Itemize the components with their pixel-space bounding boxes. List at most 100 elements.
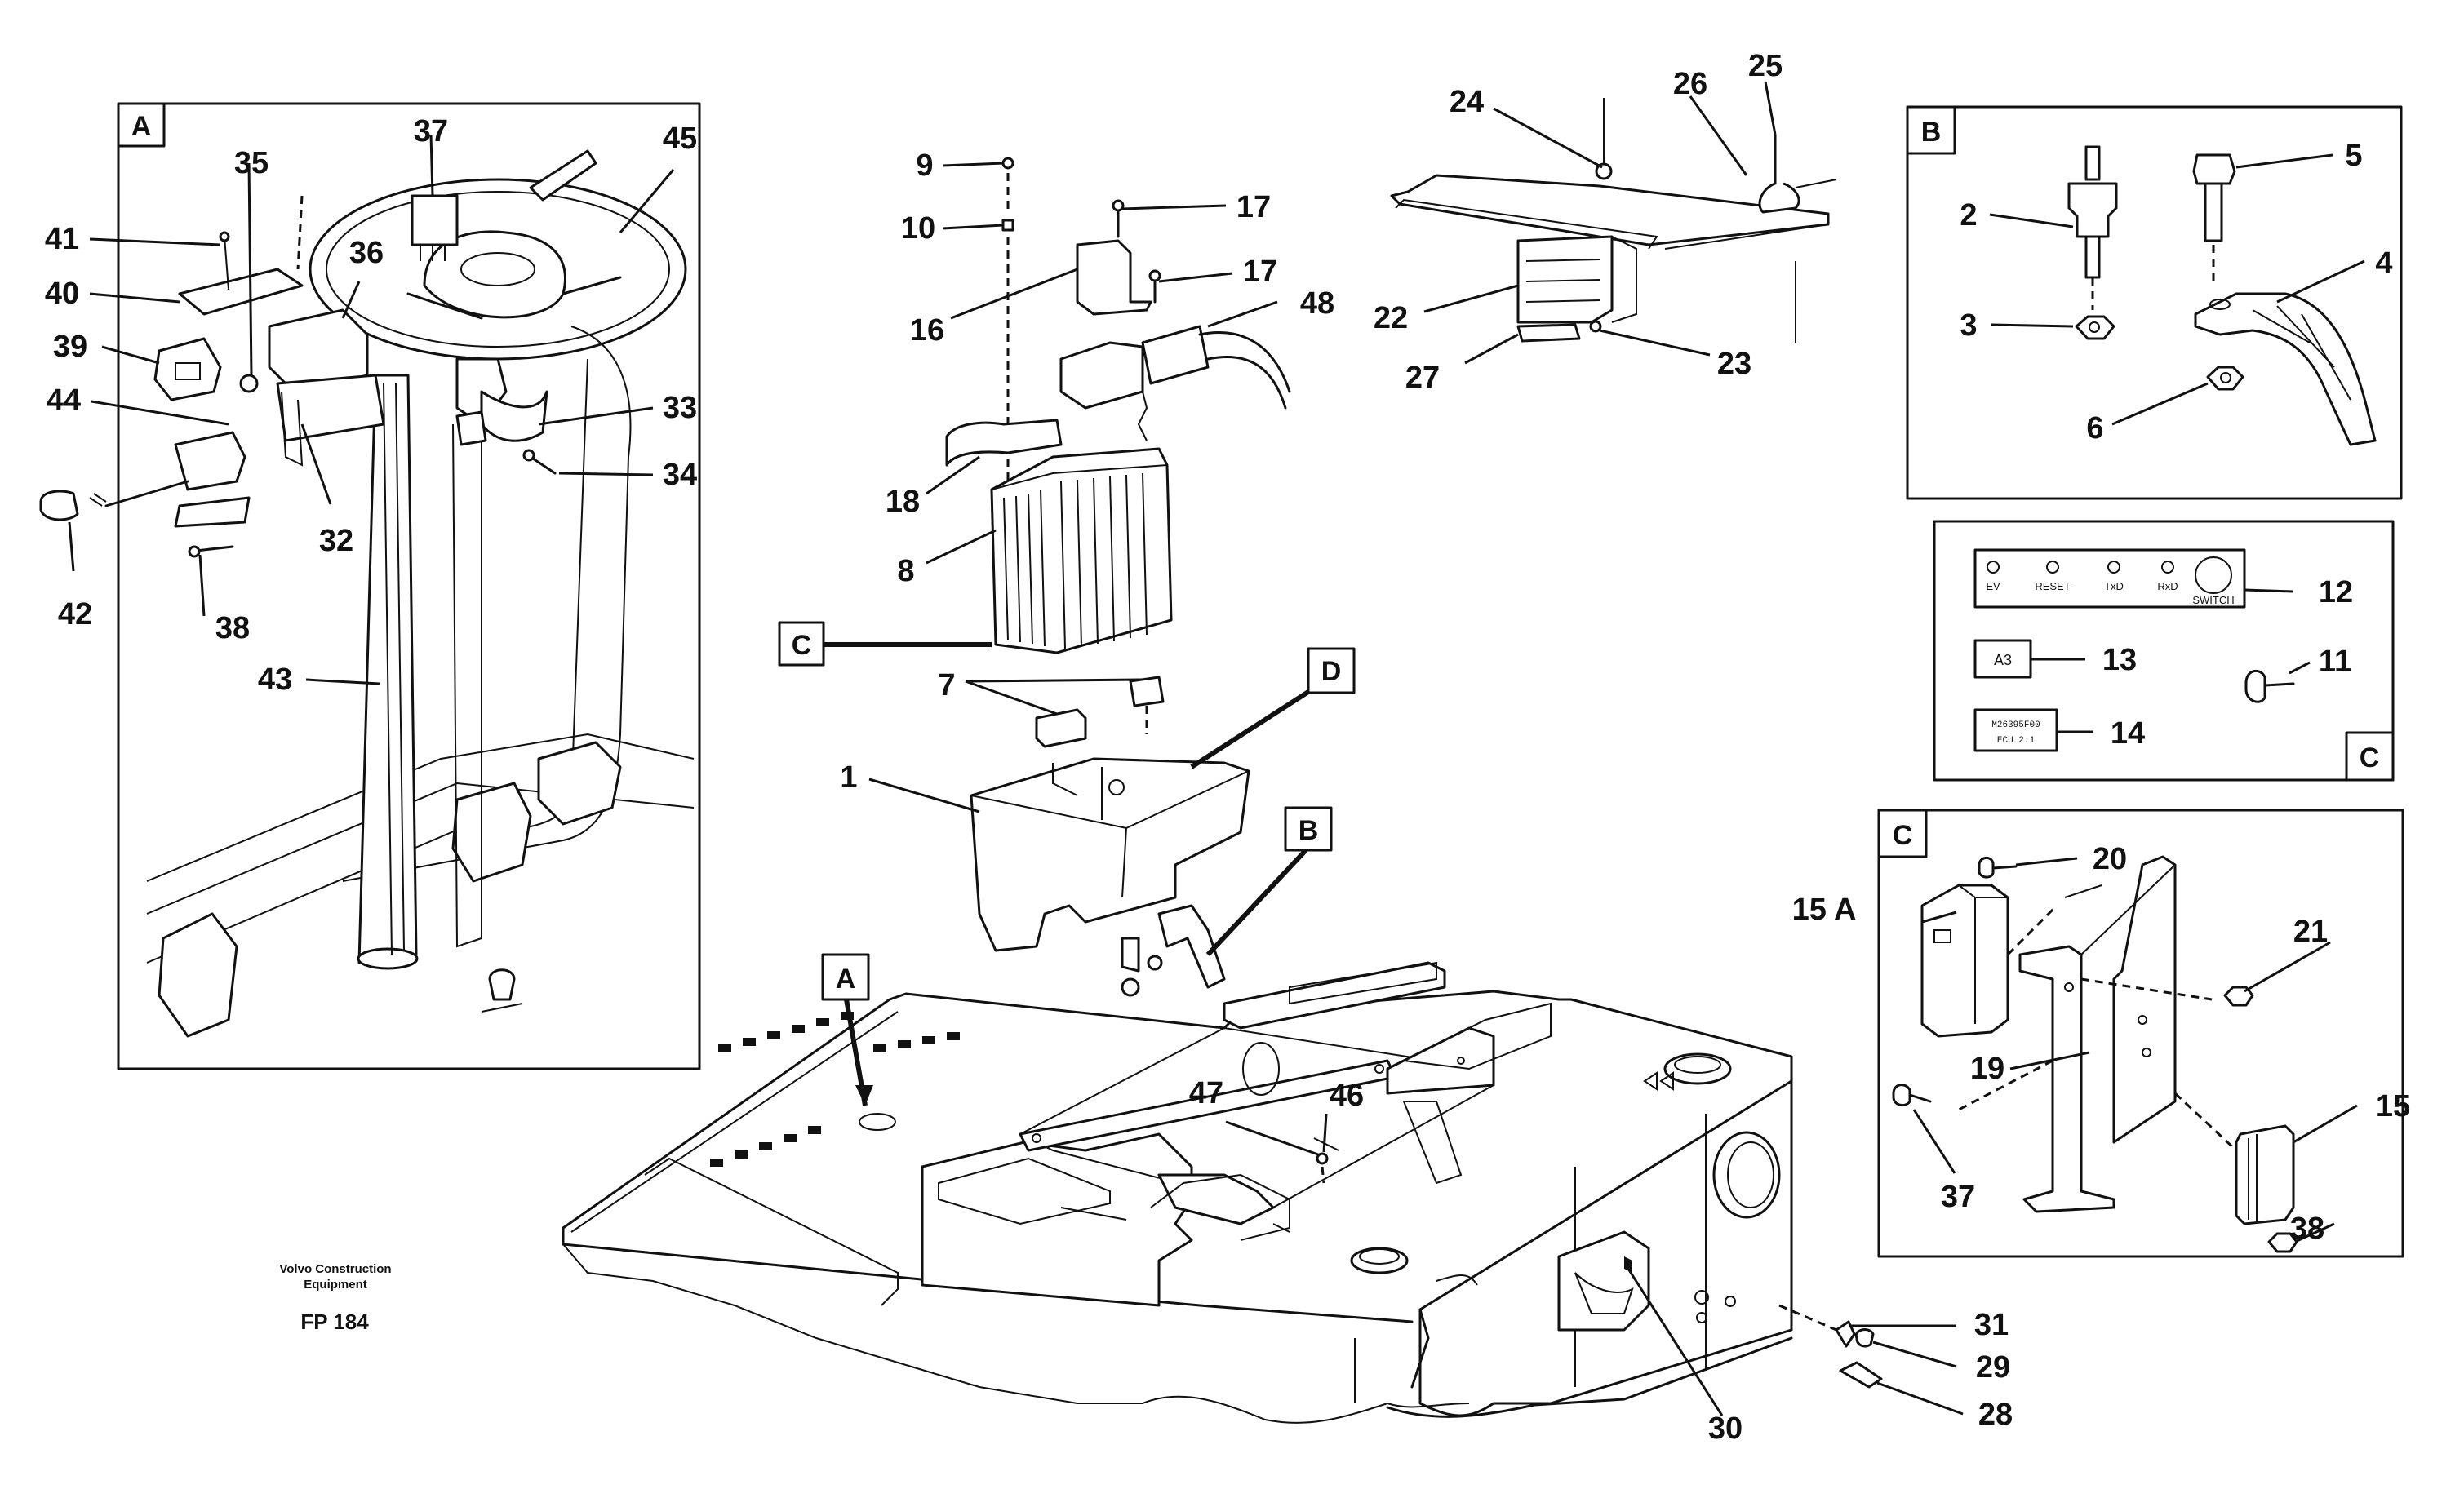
leader-20 bbox=[2015, 857, 2078, 866]
screw-37-align bbox=[1958, 1059, 2053, 1111]
chassis-bottom-edge bbox=[562, 1243, 1470, 1424]
module-15-align bbox=[2173, 1092, 2238, 1152]
panel-b-frame bbox=[1906, 105, 2403, 500]
bracket-19-hole-1 bbox=[2064, 982, 2074, 992]
pedal-right bbox=[537, 741, 622, 826]
mount-2-stud-bottom bbox=[2084, 235, 2101, 279]
side-fitting-30 bbox=[1624, 1256, 1632, 1273]
column-base bbox=[357, 947, 419, 970]
tag-14-part: M26395F00 bbox=[1991, 720, 2040, 730]
small-hole-2 bbox=[1696, 1312, 1707, 1323]
clamp-28 bbox=[1839, 1361, 1883, 1389]
callout-13: 13 bbox=[2102, 643, 2137, 677]
callout-11: 11 bbox=[2319, 645, 2351, 679]
bracket-19-back bbox=[2112, 855, 2177, 1144]
arrow-marks bbox=[1643, 1071, 1674, 1091]
callout-22: 22 bbox=[1374, 301, 1408, 335]
leader-16 bbox=[950, 268, 1078, 320]
ecu-8-fins bbox=[1003, 472, 1148, 649]
leader-22 bbox=[1423, 284, 1519, 313]
leader-32 bbox=[300, 423, 332, 505]
led-ev-label: EV bbox=[1986, 580, 2000, 592]
chassis-bottom-right bbox=[1386, 1336, 1793, 1418]
nut-6 bbox=[2206, 366, 2244, 391]
callout-15: 15 bbox=[2376, 1089, 2410, 1123]
callout-38b: 38 bbox=[2290, 1212, 2324, 1246]
callout-21: 21 bbox=[2293, 915, 2328, 949]
tray-1-inner bbox=[1101, 767, 1127, 898]
screw-20-shank bbox=[1991, 865, 2018, 870]
led-rxd bbox=[2161, 561, 2174, 574]
tag-14 bbox=[1973, 708, 2058, 752]
bolt-5-shank bbox=[2204, 182, 2223, 242]
screw-17b-head bbox=[1148, 269, 1161, 282]
callout-35: 35 bbox=[234, 146, 269, 180]
leader-29 bbox=[1872, 1341, 1957, 1368]
steering-wheel-rim bbox=[309, 178, 687, 361]
leader-42 bbox=[68, 521, 75, 572]
screw-34 bbox=[529, 455, 557, 475]
leader-25 bbox=[1764, 81, 1777, 135]
horn-switch bbox=[411, 194, 459, 246]
cab-window-frame bbox=[342, 326, 632, 882]
spinner-knob bbox=[529, 149, 597, 202]
callout-box-c-label: C bbox=[792, 630, 812, 661]
inner-bracket-edge bbox=[1150, 1173, 1290, 1241]
leader-17b bbox=[1158, 272, 1233, 283]
callout-box-a bbox=[821, 953, 870, 1001]
mount-b-strap bbox=[1157, 904, 1226, 989]
bracket-19-edge bbox=[2080, 864, 2176, 955]
leader-15a bbox=[1921, 911, 1957, 924]
round-port-right bbox=[1712, 1131, 1781, 1219]
clip-align bbox=[1778, 1304, 1837, 1332]
screw-11-head bbox=[2244, 669, 2266, 703]
leader-11 bbox=[2289, 661, 2311, 675]
rail-hole-1 bbox=[1032, 1133, 1041, 1143]
credit-block: Volvo Construction Equipment FP 184 bbox=[279, 1262, 391, 1334]
panel-b-tag: B bbox=[1921, 117, 1942, 148]
leader-18 bbox=[926, 455, 980, 495]
panel-a-frame bbox=[117, 102, 701, 1070]
column-groove bbox=[383, 383, 393, 955]
connector-18 bbox=[945, 419, 1063, 467]
module-15a bbox=[1920, 884, 2009, 1038]
callout-39: 39 bbox=[53, 330, 87, 364]
pad-7b bbox=[1129, 676, 1165, 707]
leader-38a bbox=[198, 554, 206, 617]
callout-48: 48 bbox=[1300, 286, 1334, 321]
relay-block bbox=[1059, 341, 1144, 410]
callout-box-b bbox=[1284, 806, 1333, 852]
strap-4 bbox=[2194, 292, 2377, 446]
bracket-22-side bbox=[1611, 236, 1637, 323]
post-left bbox=[1402, 1101, 1463, 1185]
panel-c-top-frame bbox=[1933, 520, 2395, 782]
callout-box-c bbox=[778, 621, 825, 667]
nut-35 bbox=[239, 374, 259, 393]
module-15a-edges bbox=[1958, 884, 2008, 1024]
callout-45: 45 bbox=[663, 122, 697, 156]
bracket-19-align bbox=[2080, 977, 2213, 1001]
relay-block-2 bbox=[1141, 325, 1210, 385]
panel-a-tag-box bbox=[117, 102, 166, 148]
detail-panel-b: B 2 3 5 4 6 bbox=[1906, 105, 2403, 500]
callout-38: 38 bbox=[215, 611, 250, 645]
callout-34: 34 bbox=[663, 458, 697, 492]
steering-wheel-rim-inner bbox=[326, 191, 670, 348]
rod-47 bbox=[1313, 1137, 1339, 1151]
leader-28 bbox=[1876, 1381, 1964, 1416]
clip-wire bbox=[1795, 179, 1837, 188]
filler-cap-2-top bbox=[1359, 1248, 1400, 1265]
callout-17b: 17 bbox=[1243, 255, 1277, 289]
module-15a-align bbox=[2006, 904, 2058, 956]
callout-27: 27 bbox=[1405, 361, 1440, 395]
bolt-5-head bbox=[2192, 153, 2236, 185]
column-groove-2 bbox=[395, 383, 405, 951]
cross-member-top bbox=[1401, 1002, 1552, 1070]
horn-switch-pins bbox=[420, 245, 446, 261]
side-cutout-inner bbox=[1574, 1272, 1634, 1314]
callout-29: 29 bbox=[1976, 1350, 2010, 1385]
tray-1-hole bbox=[1108, 779, 1125, 795]
callout-box-d bbox=[1307, 647, 1356, 694]
panel-c-top-tag: C bbox=[2360, 742, 2380, 773]
screw-34-head bbox=[522, 449, 535, 462]
